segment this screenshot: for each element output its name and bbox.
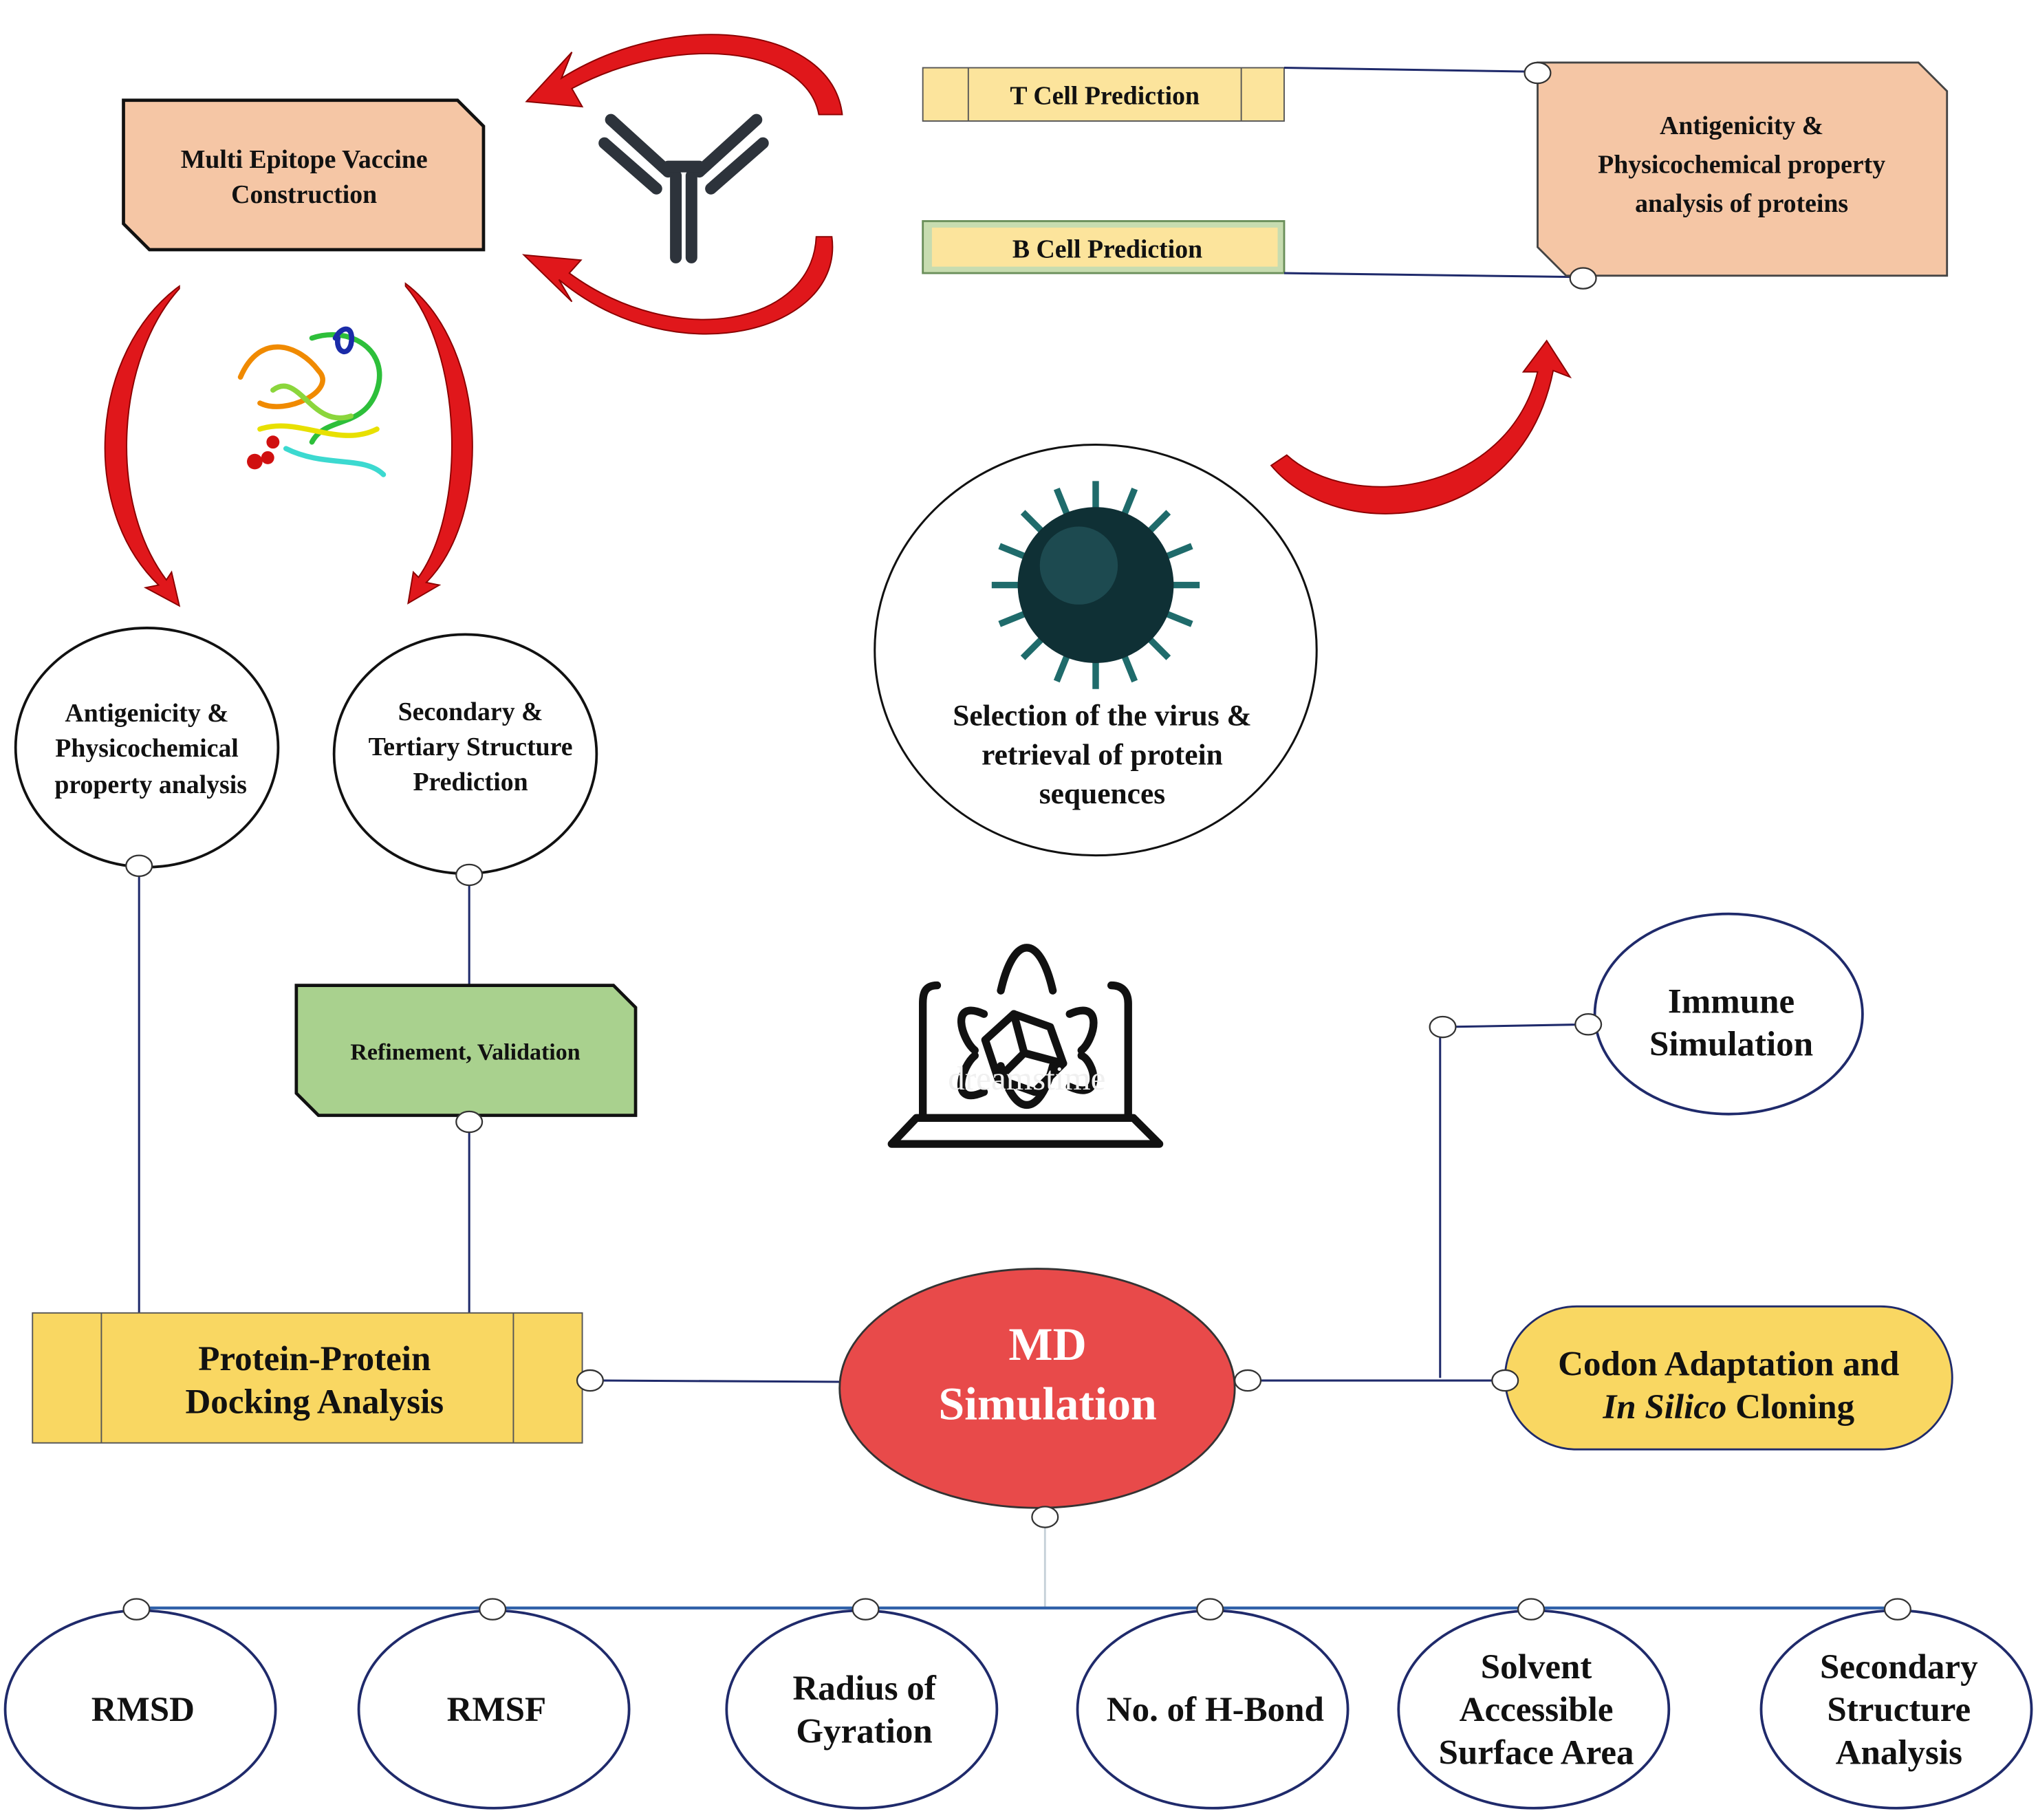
antigenicity-property-circle: Antigenicity & Physicochemical property … (14, 627, 280, 869)
analysis-node: No. of H-Bond (1076, 1598, 1349, 1810)
codon-italic: In Silico (1602, 1388, 1726, 1427)
analysis-node: RMSF (357, 1598, 631, 1810)
virus-selection-circle: Selection of the virus & retrieval of pr… (874, 443, 1318, 857)
immune-simulation-node: Immune Simulation (1593, 912, 1864, 1116)
virus-line3: sequences (1039, 777, 1165, 810)
analysis-node-label: RMSD (91, 1691, 195, 1729)
connector-node (455, 863, 484, 887)
antigenicity-circle-line1: Antigenicity & (65, 699, 228, 728)
analysis-node-label: Solvent (1481, 1648, 1592, 1687)
refinement-label: Refinement, Validation (350, 1039, 580, 1065)
connector-node (455, 1110, 484, 1134)
analysis-node-shape (725, 1609, 999, 1810)
connector-node (125, 854, 153, 878)
analysis-node-label: No. of H-Bond (1107, 1691, 1324, 1729)
connector-node (122, 1598, 151, 1621)
structure-circle-line2: Tertiary Structure (369, 733, 573, 761)
antigenicity-circle-line3: property analysis (54, 770, 247, 799)
t-cell-label: T Cell Prediction (1010, 81, 1200, 110)
arrow-vaccine-to-antigenicity (104, 285, 181, 607)
immune-line2: Simulation (1649, 1026, 1813, 1064)
b-cell-prediction-box: B Cell Prediction (922, 220, 1286, 274)
antigenicity-box-line2: Physicochemical property (1598, 151, 1885, 180)
connector-node (1196, 1598, 1224, 1621)
antigenicity-circle-line2: Physicochemical (55, 734, 239, 763)
arrow-antibody-to-vaccine-top (525, 34, 843, 116)
connector-node (1429, 1015, 1457, 1039)
connector-node (1569, 267, 1597, 290)
docking-line2: Docking Analysis (185, 1383, 444, 1421)
antigenicity-box-line1: Antigenicity & (1660, 111, 1823, 140)
codon-line2: In Silico Cloning (1602, 1388, 1854, 1427)
t-cell-prediction-box: T Cell Prediction (922, 67, 1285, 122)
connector-node (479, 1598, 507, 1621)
connector-node (1491, 1369, 1519, 1392)
analysis-node-label: Surface Area (1439, 1734, 1634, 1773)
antigenicity-analysis-box: Antigenicity & Physicochemical property … (1537, 61, 1949, 277)
watermark: dreamstime (948, 1059, 1105, 1097)
connector-node (1031, 1506, 1059, 1528)
analysis-node-label: Secondary (1820, 1648, 1978, 1687)
antigenicity-box-line3: analysis of proteins (1635, 189, 1848, 218)
connector-node (1234, 1369, 1262, 1392)
connector-node (1517, 1598, 1546, 1621)
analysis-node: RMSD (3, 1598, 277, 1810)
virus-line2: retrieval of protein (982, 738, 1223, 771)
immune-line1: Immune (1668, 982, 1795, 1021)
connector-node (1883, 1598, 1911, 1621)
vaccine-box-line1: Multi Epitope Vaccine (181, 145, 428, 174)
connector-node (852, 1598, 880, 1621)
antibody-icon (598, 113, 769, 263)
structure-circle-line1: Secondary & (398, 697, 543, 726)
protein-structure-image (237, 326, 387, 477)
connector-node (576, 1369, 604, 1392)
connector-node (1574, 1013, 1603, 1036)
codon-line1: Codon Adaptation and (1558, 1345, 1899, 1384)
analysis-node: Radius of Gyration (725, 1598, 999, 1810)
docking-line1: Protein-Protein (198, 1340, 431, 1378)
analysis-node-label: Radius of (792, 1669, 936, 1708)
arrow-antibody-to-vaccine-bottom (521, 236, 834, 335)
structure-prediction-circle: Secondary & Tertiary Structure Predictio… (332, 633, 598, 875)
md-line2: Simulation (938, 1378, 1157, 1430)
arrow-vaccine-to-structure (404, 282, 473, 605)
analysis-node-label: Structure (1827, 1691, 1971, 1729)
analysis-node-label: Gyration (796, 1712, 932, 1751)
vaccine-construction-box: Multi Epitope Vaccine Construction (122, 98, 486, 252)
md-line1: MD (1008, 1318, 1086, 1370)
b-cell-label: B Cell Prediction (1012, 235, 1202, 263)
protein-docking-box: Protein-Protein Docking Analysis (32, 1312, 583, 1444)
connector-node (1524, 61, 1552, 85)
structure-circle-line3: Prediction (413, 768, 528, 797)
vaccine-box-line2: Construction (231, 180, 377, 209)
laptop-molecule-icon (887, 944, 1164, 1148)
virus-image (991, 481, 1200, 689)
analysis-node-label: Accessible (1460, 1691, 1614, 1729)
analysis-node-label: Analysis (1836, 1734, 1962, 1773)
analysis-node-label: RMSF (447, 1691, 547, 1729)
codon-adaptation-node: Codon Adaptation and In Silico Cloning (1504, 1305, 1953, 1451)
codon-cloning: Cloning (1726, 1388, 1854, 1427)
refinement-validation-box: Refinement, Validation (294, 984, 638, 1117)
arrow-virus-to-antigenicity (1270, 339, 1572, 514)
md-simulation-node: MD Simulation (838, 1268, 1236, 1509)
virus-line1: Selection of the virus & (953, 700, 1251, 733)
